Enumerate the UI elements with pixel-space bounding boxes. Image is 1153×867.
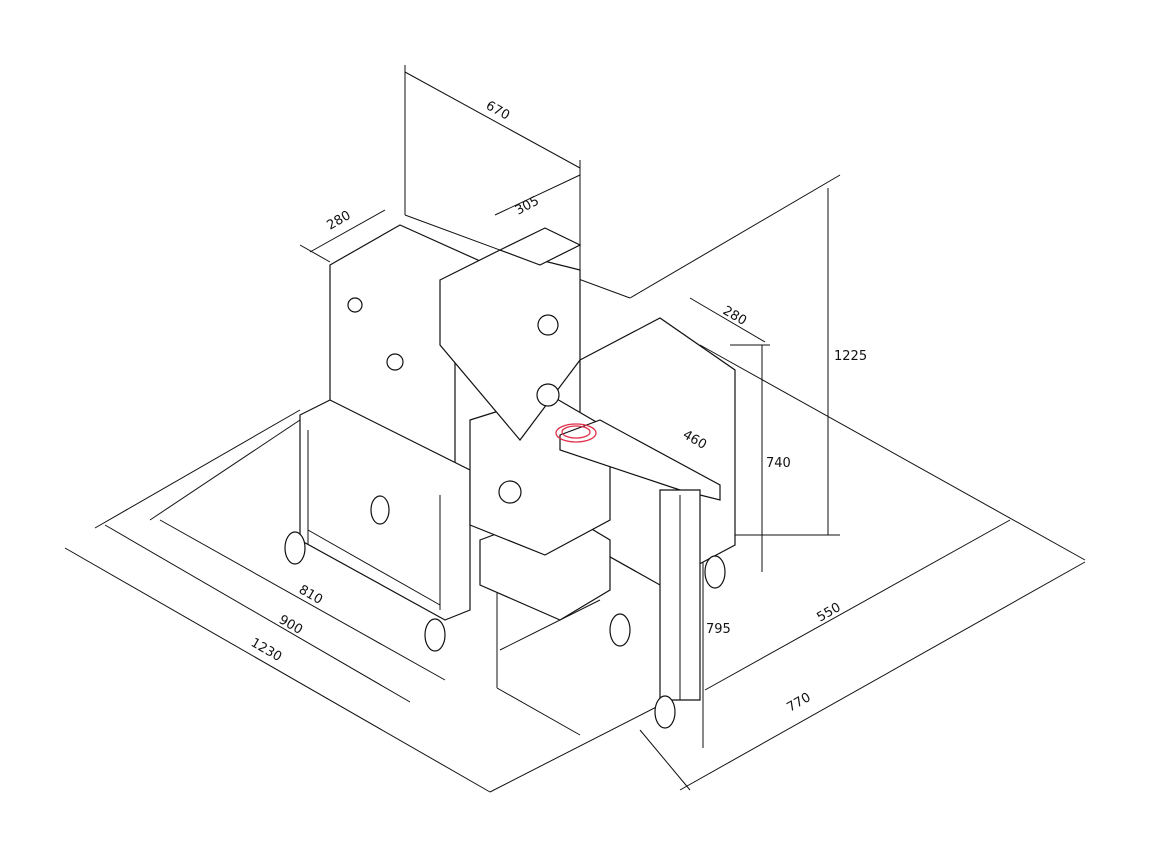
dim-table-height: 740 [766,456,791,471]
dim-hopper-width: 305 [513,194,542,219]
dim-right-depth: 280 [720,303,749,328]
dim-overall-height: 1225 [834,349,867,364]
dim-right-base: 550 [815,600,844,625]
red-markup [555,423,597,443]
caster-wheels [284,495,726,729]
dim-left-overall: 1230 [248,635,284,665]
dim-outlet-height: 795 [706,622,731,637]
dim-left-base: 900 [276,612,305,637]
dim-right-overall: 770 [785,690,814,715]
dim-top-width: 670 [483,98,512,123]
machine-body [299,224,736,701]
